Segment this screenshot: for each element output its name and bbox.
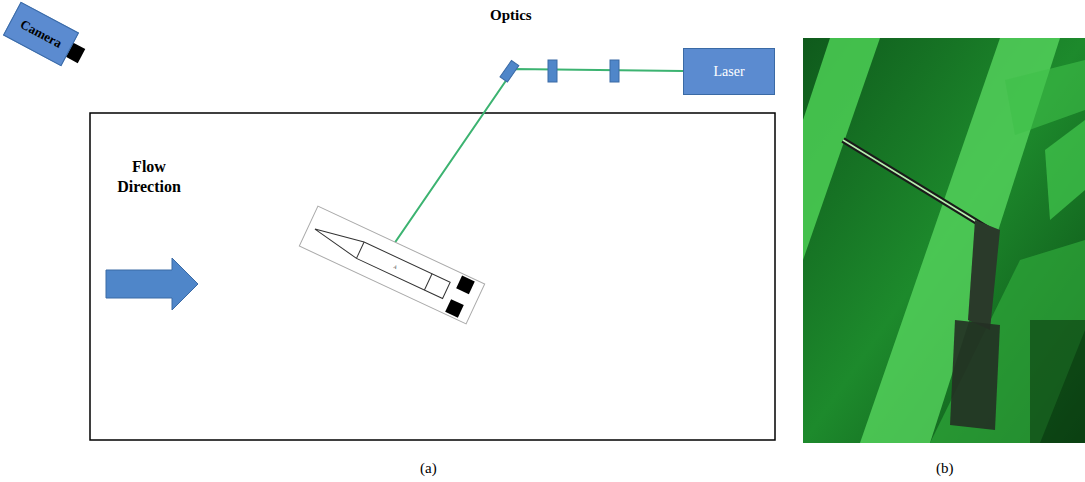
photo — [803, 38, 1085, 443]
flow-arrow — [106, 258, 198, 310]
node-label: Camera — [17, 16, 64, 51]
test-section — [90, 113, 775, 440]
lens — [610, 60, 619, 82]
panel-label: (a) — [420, 459, 450, 478]
model: A — [299, 206, 484, 324]
svg-text:A: A — [393, 264, 399, 270]
node-label: Laser — [713, 64, 744, 80]
camera-body: Camera — [3, 2, 79, 67]
part-label: Optics — [490, 6, 560, 25]
mirror — [500, 61, 519, 83]
panel-label: (b) — [936, 459, 966, 478]
laser-beam — [372, 69, 683, 276]
laser-box: Laser — [683, 48, 775, 95]
flow-label: Flow Direction — [105, 157, 193, 197]
lens — [548, 60, 557, 82]
